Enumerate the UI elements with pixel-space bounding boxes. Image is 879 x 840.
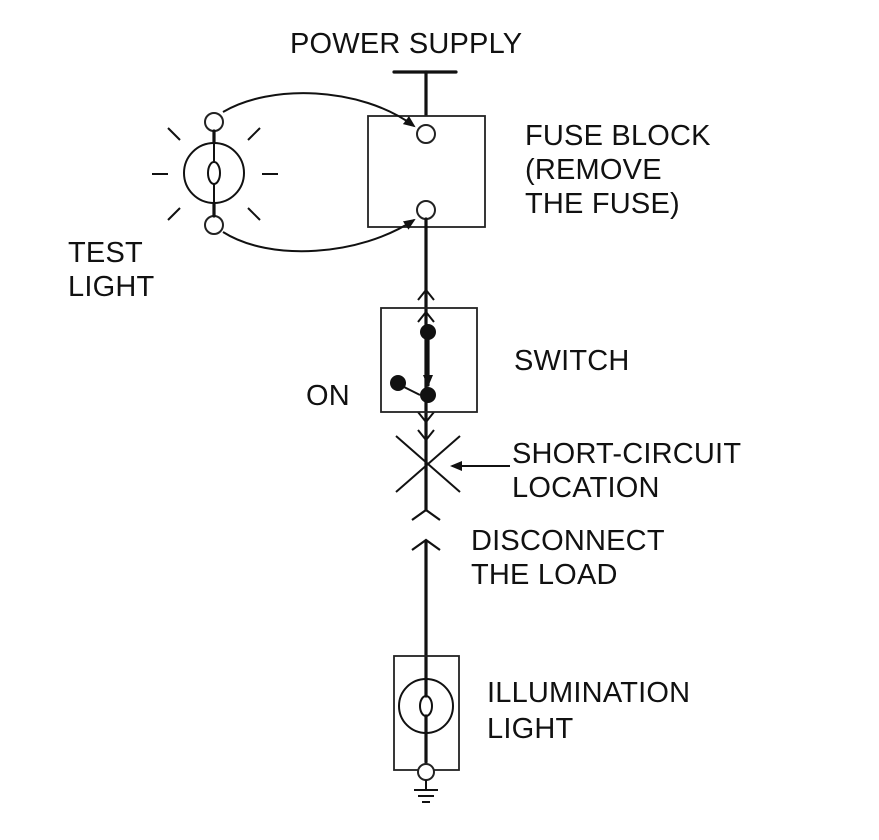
test-lead-top xyxy=(222,92,416,128)
fuse-block xyxy=(367,115,486,228)
lamp-icon xyxy=(398,677,454,735)
power-supply-label: POWER SUPPLY xyxy=(290,28,522,60)
short-circuit-label: SHORT-CIRCUIT xyxy=(512,438,741,470)
test-light xyxy=(152,92,416,253)
fuse-terminal-bottom xyxy=(416,200,436,220)
lamp-icon xyxy=(183,142,245,204)
illumination-label: ILLUMINATION xyxy=(487,677,690,709)
test-light-label-line2: LIGHT xyxy=(68,271,154,303)
illumination-light xyxy=(393,655,460,771)
ground-icon xyxy=(414,763,438,803)
switch-on-contact xyxy=(390,375,406,391)
disconnect-label: DISCONNECT xyxy=(471,525,665,557)
fuse-block-label-line2: (REMOVE xyxy=(525,154,662,186)
disconnect-lower-end xyxy=(411,538,441,551)
test-lead-bottom xyxy=(222,218,416,253)
fuse-block-label: FUSE BLOCK xyxy=(525,120,711,152)
switch-label: SWITCH xyxy=(514,345,630,377)
short-circuit-label-line2: LOCATION xyxy=(512,472,660,504)
disconnect-label-line2: THE LOAD xyxy=(471,559,618,591)
fuse-block-label-line3: THE FUSE) xyxy=(525,188,680,220)
cross-mark-icon xyxy=(395,435,461,493)
on-label: ON xyxy=(306,380,350,412)
fuse-terminal-top xyxy=(416,124,436,144)
connector-marks-upper xyxy=(417,288,435,442)
light-rays xyxy=(152,127,278,221)
switch xyxy=(380,307,478,413)
test-light-label: TEST xyxy=(68,237,143,269)
illumination-label-line2: LIGHT xyxy=(487,713,573,745)
